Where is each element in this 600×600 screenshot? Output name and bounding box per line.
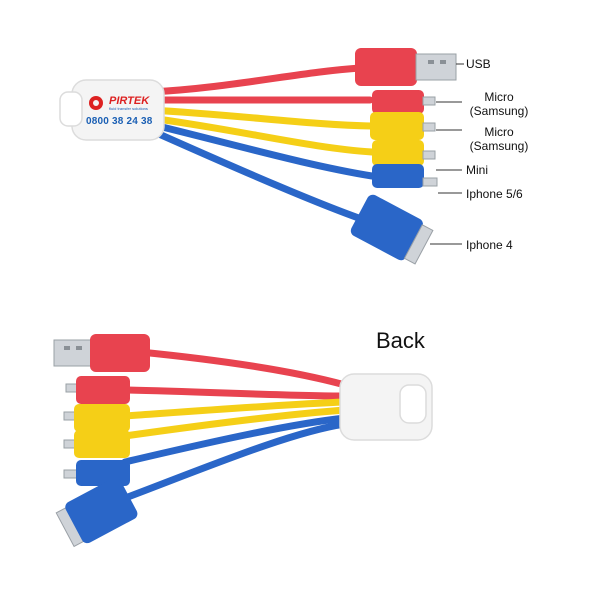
mini-housing [372, 140, 424, 166]
micro1-housing [372, 90, 424, 114]
back-view [53, 334, 433, 548]
micro1-plug [422, 96, 436, 106]
label-micro-2-line1: Micro [484, 125, 514, 139]
cable-iphone56 [146, 120, 376, 180]
back-micro1-housing [76, 376, 130, 404]
label-usb: USB [466, 57, 491, 71]
cable-usb [146, 64, 364, 96]
label-micro-1-line1: Micro [484, 90, 514, 104]
iphone4-plug [403, 224, 434, 265]
back-cable-micro-1 [121, 386, 349, 400]
iphone56-plug [422, 177, 438, 187]
usb-housing [355, 48, 417, 86]
back-cable-mini [121, 406, 349, 440]
label-mini: Mini [466, 163, 489, 177]
back-cable-iphone56 [121, 414, 349, 466]
back-tag-hole [399, 384, 427, 424]
usb-plug [415, 53, 457, 81]
back-usb-plug [53, 339, 95, 367]
back-iphone56-housing [76, 460, 130, 486]
tag-hole [59, 91, 83, 127]
micro2-plug [422, 122, 436, 132]
back-iphone4-connector [55, 477, 138, 548]
label-micro-1-line2: (Samsung) [469, 104, 529, 118]
cable-mini [146, 114, 376, 156]
back-iphone4-housing [65, 477, 138, 544]
tag-brand: PIRTEK [109, 95, 150, 107]
front-view [59, 48, 464, 265]
tag-phone: 0800 38 24 38 [86, 116, 153, 127]
label-iphone56: Iphone 5/6 [466, 187, 523, 201]
cable-iphone4 [146, 126, 374, 226]
back-cable-micro-2 [121, 398, 349, 420]
micro2-housing [370, 112, 424, 140]
label-iphone4: Iphone 4 [466, 238, 513, 252]
iphone4-housing [350, 194, 423, 261]
cable-micro-2 [146, 106, 376, 130]
iphone56-housing [372, 164, 424, 188]
back-usb-housing [90, 334, 150, 372]
back-cable-iphone4 [116, 420, 349, 504]
back-cable-usb [136, 348, 349, 389]
back-mini-housing [74, 430, 130, 458]
back-view-label: Back [376, 328, 425, 353]
back-micro2-housing [74, 404, 130, 432]
mini-plug [422, 150, 436, 160]
label-micro-2-line2: (Samsung) [469, 139, 529, 153]
iphone4-connector [350, 194, 434, 265]
tag-subtitle: fluid transfer solutions [109, 106, 148, 111]
